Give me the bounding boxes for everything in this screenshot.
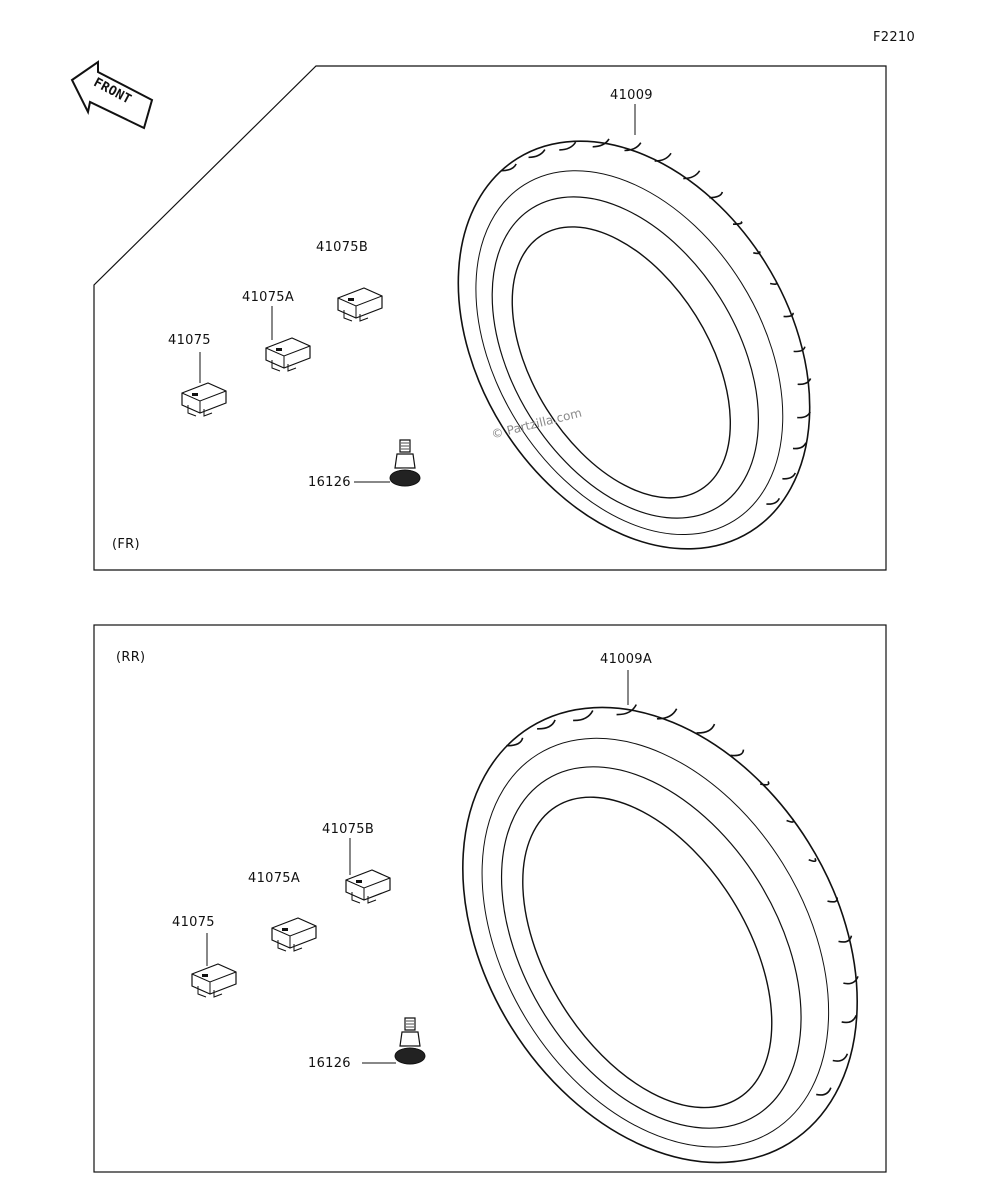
top-section-label: (FR) — [112, 537, 140, 552]
top-weight-b-label: 41075A — [242, 290, 295, 305]
rear-weight-41075 — [191, 963, 237, 998]
rear-weight-41075b — [345, 869, 391, 904]
top-tire-label: 41009 — [610, 88, 653, 103]
rear-tire-drawing — [462, 704, 859, 1164]
rear-valve-16126 — [394, 1017, 426, 1065]
bottom-section-label: (RR) — [116, 650, 146, 665]
rear-weight-41075a — [271, 917, 317, 952]
bottom-weight-a-label: 41075 — [172, 915, 215, 930]
front-arrow-icon — [70, 60, 154, 130]
front-weight-41075a — [265, 337, 311, 372]
front-weight-41075b — [337, 287, 383, 322]
bottom-valve-label: 16126 — [308, 1056, 351, 1071]
bottom-weight-b-label: 41075A — [248, 871, 301, 886]
front-weight-41075 — [181, 382, 227, 417]
top-valve-label: 16126 — [308, 475, 351, 490]
bottom-tire-label: 41009A — [600, 652, 653, 667]
figure-code: F2210 — [873, 30, 916, 45]
bottom-panel-frame — [93, 624, 887, 1173]
bottom-weight-c-label: 41075B — [322, 822, 375, 837]
top-panel-frame — [93, 65, 887, 571]
leader-lines — [199, 104, 636, 1064]
front-valve-16126 — [389, 439, 421, 487]
top-weight-c-label: 41075B — [316, 240, 369, 255]
top-weight-a-label: 41075 — [168, 333, 211, 348]
front-tire-drawing — [457, 138, 812, 550]
